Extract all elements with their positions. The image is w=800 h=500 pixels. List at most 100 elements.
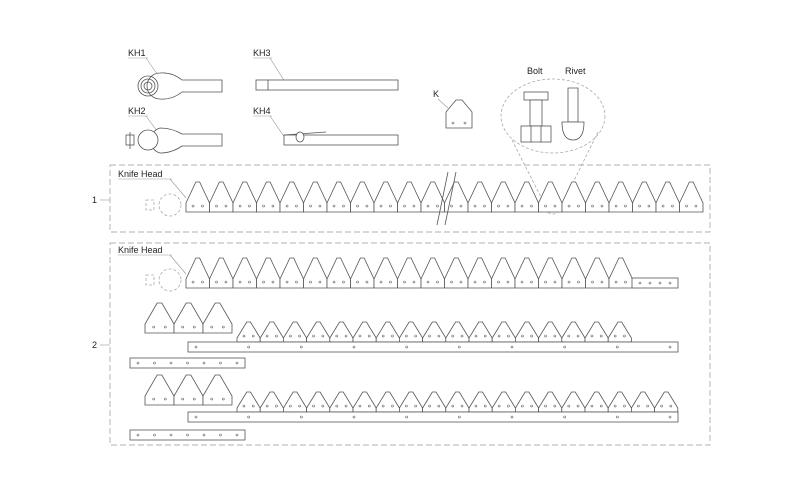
knife-head-kh4 — [283, 134, 399, 146]
rivet-hole — [614, 280, 618, 284]
rivet-hole — [391, 334, 394, 338]
knife-section — [352, 391, 377, 413]
knife-section — [375, 321, 400, 343]
knife-section — [444, 181, 469, 213]
rivet-hole — [275, 334, 278, 338]
rivet-hole — [613, 334, 617, 338]
rivet-hole — [544, 280, 547, 284]
knife-section — [445, 321, 470, 343]
knife-section — [329, 321, 354, 343]
bolt-hole — [405, 415, 408, 419]
rivet-hole — [191, 204, 195, 208]
rivet-hole — [638, 204, 641, 208]
rivet-hole — [289, 334, 292, 338]
knife-section — [303, 257, 328, 289]
bolt-hole — [668, 415, 672, 419]
rivet-hole — [473, 280, 477, 284]
knife-section — [329, 391, 354, 413]
label-kh2: KH2 — [128, 106, 146, 116]
rivet-hole — [193, 397, 196, 401]
knife-section — [326, 181, 351, 213]
knife-section — [468, 321, 493, 343]
rivet-hole — [358, 404, 362, 408]
rivet-hole — [553, 280, 557, 284]
rivet-hole — [614, 204, 618, 208]
rivet-hole — [591, 204, 594, 208]
rivet-hole — [437, 334, 441, 338]
assembly-1-number: 1 — [92, 195, 97, 205]
rivet-hole — [497, 204, 500, 208]
rivet-hole — [414, 334, 417, 338]
rivet-hole — [285, 280, 289, 284]
knife-section — [375, 391, 400, 413]
knife-section — [279, 257, 304, 289]
bolt-hole — [247, 415, 250, 419]
rivet-hole — [405, 334, 408, 338]
rivet-hole — [367, 334, 371, 338]
bolt-hole — [247, 345, 250, 349]
rivet-hole — [647, 204, 651, 208]
bolt-icon — [520, 91, 552, 143]
knife-section — [303, 181, 328, 213]
loose-knife-section — [202, 302, 233, 334]
bolt-hole — [194, 415, 198, 419]
knife-section — [445, 391, 470, 413]
knife-section — [283, 391, 307, 413]
knife-section — [373, 181, 398, 213]
knife-section — [561, 181, 586, 213]
knife-section — [561, 391, 586, 413]
rivet-hole — [483, 334, 487, 338]
spacer-strip — [129, 357, 246, 369]
rivet-hole — [381, 334, 385, 338]
rivet-hole — [403, 280, 406, 284]
knife-back-bar — [631, 277, 679, 289]
knife-head-kh2 — [125, 127, 223, 154]
knife-section — [397, 181, 422, 213]
rivet-hole — [600, 280, 604, 284]
break-line — [436, 171, 449, 226]
knife-section — [655, 181, 680, 213]
loose-knife-section — [144, 302, 175, 334]
rivet-hole — [483, 280, 486, 284]
knife-section — [185, 181, 210, 213]
knife-section — [422, 321, 447, 343]
rivet-hole — [530, 204, 533, 208]
knife-section — [279, 181, 304, 213]
rivet-hole — [600, 204, 604, 208]
rivet-hole — [428, 334, 431, 338]
bolt-hole — [638, 281, 642, 285]
knife-section — [608, 181, 633, 213]
knife-head-ghost-eye — [158, 193, 182, 217]
rivet-hole — [321, 334, 325, 338]
bolt-hole — [648, 281, 652, 285]
rivet-hole — [450, 280, 453, 284]
rivet-hole — [312, 334, 315, 338]
rivet-hole — [265, 404, 269, 408]
rivet-hole — [181, 397, 184, 401]
rivet-hole — [590, 404, 594, 408]
label-rivet: Rivet — [565, 66, 586, 76]
bolt-hole — [153, 361, 156, 365]
rivet-hole — [181, 325, 184, 329]
knife-section — [632, 181, 657, 213]
rivet-hole — [436, 280, 439, 284]
knife-section — [256, 181, 281, 213]
rivet-hole — [391, 404, 394, 408]
rivet-hole — [275, 404, 278, 408]
bolt-hole — [668, 281, 672, 285]
bolt-hole — [510, 345, 514, 349]
rivet-hole — [405, 404, 408, 408]
rivet-hole — [251, 334, 255, 338]
rivet-hole — [483, 204, 486, 208]
knife-section — [607, 321, 632, 343]
bolt-hole — [563, 415, 566, 419]
rivet-hole — [497, 404, 501, 408]
knife-section — [538, 257, 563, 289]
rivet-hole — [342, 280, 345, 284]
rivet-hole — [295, 280, 298, 284]
knife-head-label-1: Knife Head — [118, 169, 163, 179]
knife-head-kh1 — [137, 72, 223, 100]
bolt-hole — [202, 433, 206, 437]
rivet-hole — [271, 280, 275, 284]
rivet-hole — [298, 404, 301, 408]
